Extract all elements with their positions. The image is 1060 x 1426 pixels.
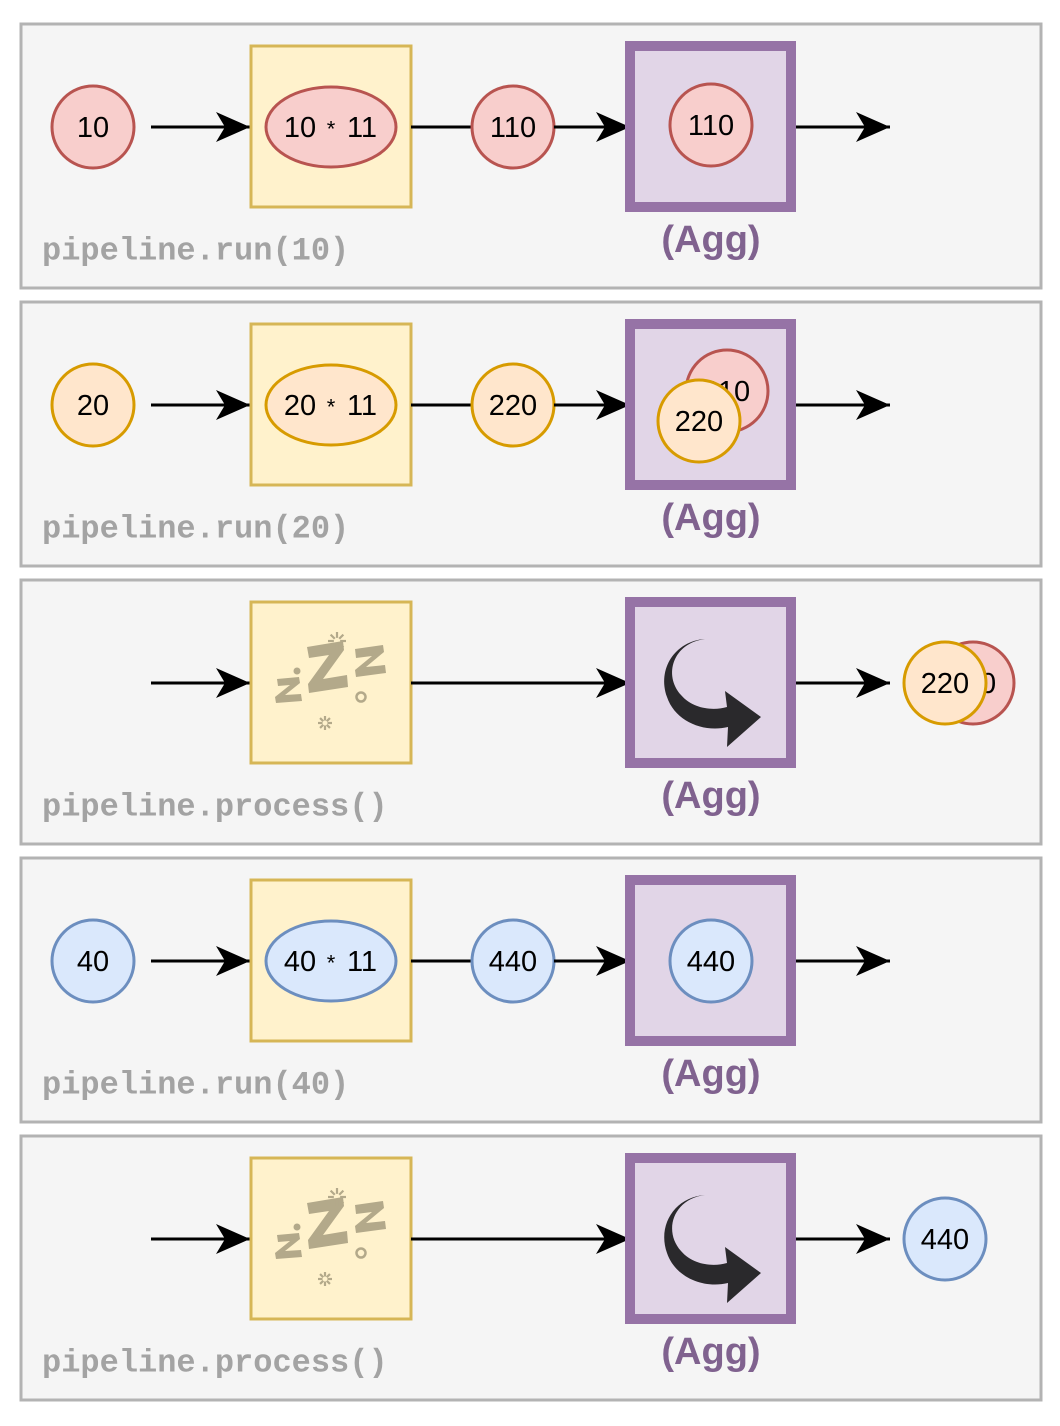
aggregator-label: (Agg) <box>661 497 760 539</box>
map-stage: 40 * 11 <box>249 878 413 1043</box>
operator-symbol: * <box>327 951 336 976</box>
emitted-value-label: 440 <box>921 1224 969 1256</box>
input-value: 40 <box>50 918 136 1004</box>
operation-ellipse <box>264 85 398 169</box>
output-value-label: 110 <box>490 112 536 144</box>
input-value: 10 <box>50 84 136 170</box>
operator-symbol: * <box>327 117 336 142</box>
input-value-label: 10 <box>77 112 109 144</box>
aggregator-label: (Agg) <box>661 775 760 817</box>
buffered-value-label: 440 <box>687 946 735 978</box>
curved-arrow-icon <box>664 639 761 747</box>
panel-caption: pipeline.run(20) <box>42 511 349 548</box>
map-stage <box>249 600 413 765</box>
panel-caption: pipeline.process() <box>42 1345 388 1382</box>
buffered-value-shape <box>668 918 754 1004</box>
map-stage <box>249 1156 413 1321</box>
aggregator-label: (Agg) <box>661 1331 760 1373</box>
operand-left: 10 <box>284 112 316 144</box>
operation-ellipse <box>264 363 398 447</box>
output-value: 220 <box>470 362 556 448</box>
aggregator-label: (Agg) <box>661 1053 760 1095</box>
sleep-zzz-icon <box>275 1188 386 1286</box>
output-value: 440 <box>470 918 556 1004</box>
input-value-shape <box>50 84 136 170</box>
aggregator-box <box>625 1153 796 1324</box>
operand-right: 11 <box>347 112 377 144</box>
panel-3: (Agg)110220pipeline.process() <box>19 578 1043 846</box>
operator-symbol: * <box>327 395 336 420</box>
aggregator-stage: (Agg) <box>625 597 796 817</box>
operand-left: 40 <box>284 946 316 978</box>
aggregator-box <box>625 597 796 768</box>
operand-left: 20 <box>284 390 316 422</box>
input-value-shape <box>50 918 136 1004</box>
emitted-value-label: 220 <box>921 668 969 700</box>
aggregator-stage: 110 (Agg) <box>625 41 796 261</box>
panel-5: (Agg) 440 pipeline.process() <box>19 1134 1043 1402</box>
operation-ellipse <box>264 919 398 1003</box>
panel-frame <box>19 578 1043 846</box>
emitted-value-shape <box>902 640 988 726</box>
output-value-label: 440 <box>489 946 537 978</box>
buffered-value: 220 <box>656 378 742 464</box>
emitted-value: 440 <box>902 1196 988 1282</box>
map-stage: 10 * 11 <box>249 44 413 209</box>
panel-4: 40 40 * 11 440 440 (Agg) pipeline.run(40) <box>19 856 1043 1124</box>
buffered-value-shape <box>668 82 754 168</box>
aggregator-label: (Agg) <box>661 219 760 261</box>
emitted-value-shape <box>902 1196 988 1282</box>
aggregator-stage: 440 (Agg) <box>625 875 796 1095</box>
buffered-value: 440 <box>668 918 754 1004</box>
input-value-shape <box>50 362 136 448</box>
panel-1: 10 10 * 11 110 110 (Agg) pipeline.run(10) <box>19 22 1043 290</box>
operand-right: 11 <box>347 390 377 422</box>
output-value: 110 <box>470 84 556 170</box>
input-value-label: 40 <box>77 946 109 978</box>
emitted-value: 220 <box>902 640 988 726</box>
panel-caption: pipeline.run(40) <box>42 1067 349 1104</box>
panel-frame <box>19 1134 1043 1402</box>
buffered-value-label: 220 <box>675 406 723 438</box>
aggregator-stage: 110220(Agg) <box>625 319 796 539</box>
aggregator-box <box>625 41 796 212</box>
output-value-label: 220 <box>489 390 537 422</box>
buffered-value: 110 <box>668 82 754 168</box>
buffered-value-label: 110 <box>688 110 734 142</box>
map-stage: 20 * 11 <box>249 322 413 487</box>
operand-right: 11 <box>347 946 377 978</box>
panel-caption: pipeline.run(10) <box>42 233 349 270</box>
buffered-value-shape <box>656 378 742 464</box>
input-value-label: 20 <box>77 390 109 422</box>
panel-caption: pipeline.process() <box>42 789 388 826</box>
aggregator-stage: (Agg) <box>625 1153 796 1373</box>
curved-arrow-icon <box>664 1195 761 1303</box>
sleep-zzz-icon <box>275 632 386 730</box>
input-value: 20 <box>50 362 136 448</box>
